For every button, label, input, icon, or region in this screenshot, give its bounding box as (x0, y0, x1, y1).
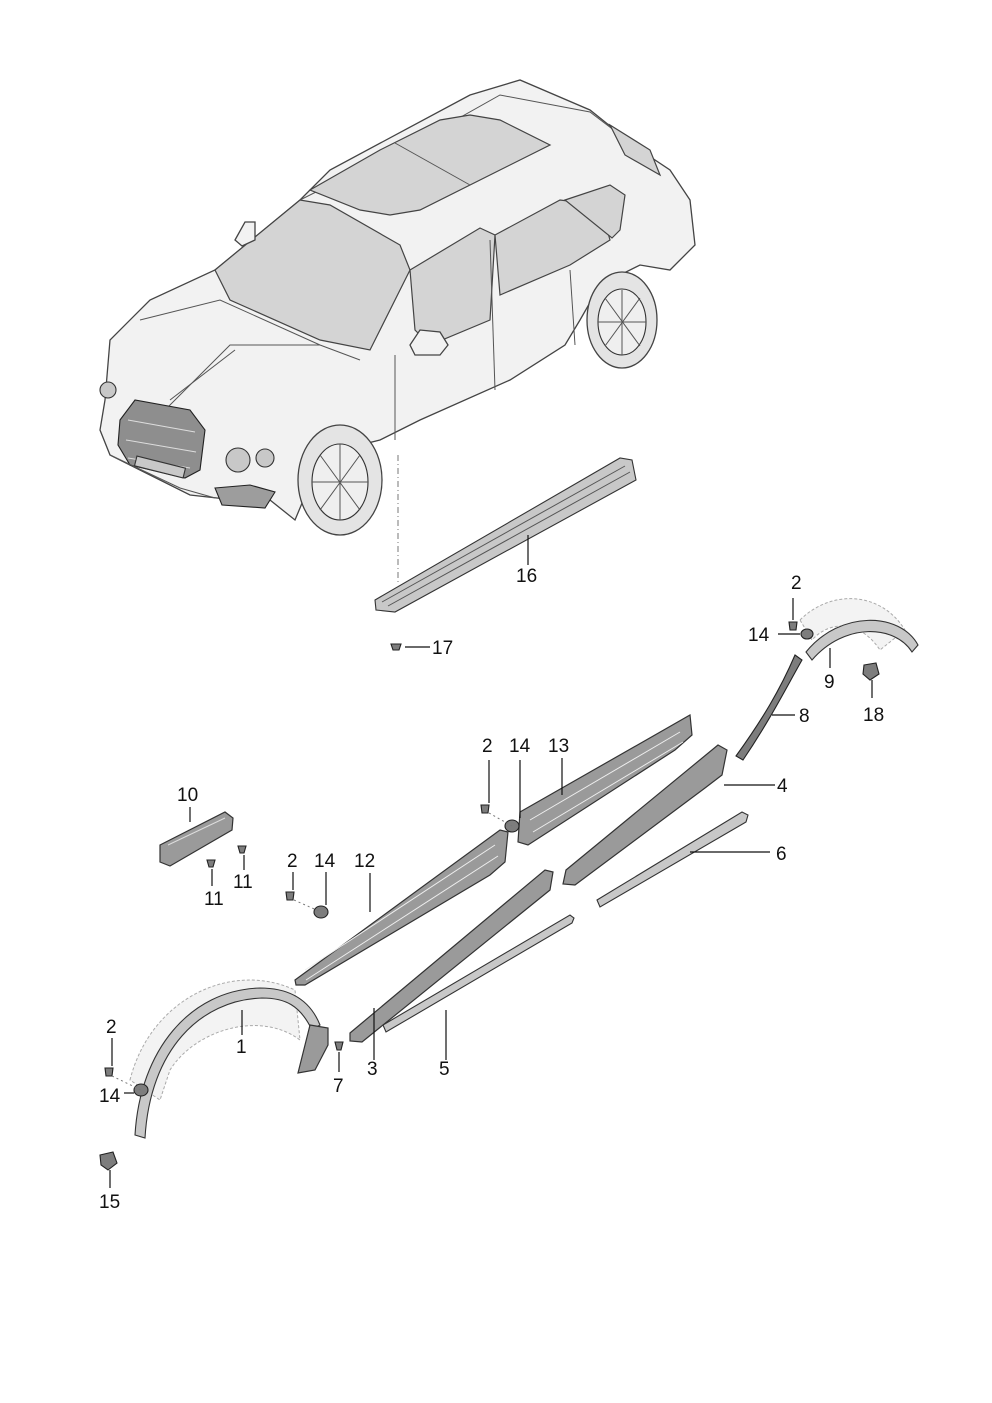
callout-14: 14 (314, 851, 336, 872)
part-15-clip (99, 1151, 118, 1171)
part-8-arch-extension (735, 654, 803, 761)
part-2-clip (285, 891, 295, 901)
part-14-nut (313, 905, 329, 919)
callout-14: 14 (99, 1086, 121, 1107)
part-11-screw (206, 859, 216, 868)
part-2-clip (480, 804, 490, 814)
callout-11: 11 (204, 889, 224, 910)
callout-10: 10 (177, 785, 198, 806)
callout-3: 3 (367, 1059, 378, 1080)
part-14-nut (133, 1083, 149, 1097)
callout-2: 2 (482, 736, 493, 757)
callout-18: 18 (863, 705, 884, 726)
front-door-trim-group (285, 829, 575, 1060)
callout-11: 11 (233, 872, 253, 893)
callout-13: 13 (548, 736, 569, 757)
callout-12: 12 (354, 851, 375, 872)
part-16-sill-panel (374, 457, 637, 613)
callout-14: 14 (509, 736, 531, 757)
part-10-bracket-group (159, 807, 247, 886)
vehicle-illustration (99, 79, 696, 585)
headlight (225, 447, 251, 473)
part-2-clip (788, 621, 798, 631)
callout-4: 4 (777, 776, 788, 797)
callout-2: 2 (791, 573, 802, 594)
part-9-rear-arch-trim (805, 619, 919, 661)
rear-door-trim-group (480, 714, 775, 908)
part-11-screw (237, 845, 247, 854)
front-wheel (297, 424, 383, 536)
front-wheel-arch-group (99, 979, 344, 1188)
part-4-rear-lower-panel (562, 744, 728, 886)
part-14-nut (800, 628, 814, 640)
callout-8: 8 (799, 706, 810, 727)
part-13-rear-door-moulding (517, 714, 693, 846)
part-2-clip (104, 1067, 114, 1077)
headlight (255, 448, 275, 468)
callout-17: 17 (432, 638, 453, 659)
callout-14: 14 (748, 625, 770, 646)
rear-wheel (586, 271, 658, 369)
part-17-screw (390, 643, 430, 651)
callout-15: 15 (99, 1192, 120, 1213)
part-12-front-door-moulding (294, 829, 509, 986)
callout-6: 6 (776, 844, 787, 865)
callout-9: 9 (824, 672, 835, 693)
rear-wheel-arch-group (735, 598, 919, 761)
part-6-rear-strip (596, 811, 749, 908)
part-18-clip (862, 662, 880, 681)
callout-2: 2 (287, 851, 298, 872)
callout-1: 1 (236, 1037, 247, 1058)
part-3-front-lower-panel (349, 869, 554, 1043)
part-5-front-strip (382, 914, 575, 1033)
callout-2: 2 (106, 1017, 117, 1038)
callout-16: 16 (516, 566, 537, 587)
callout-7: 7 (333, 1076, 344, 1097)
callout-labels: 16 17 2 14 9 18 8 2 14 13 4 10 11 11 2 1… (99, 566, 884, 1213)
part-10-bracket (159, 811, 234, 867)
part-7-screw (334, 1041, 344, 1051)
callout-5: 5 (439, 1059, 450, 1080)
